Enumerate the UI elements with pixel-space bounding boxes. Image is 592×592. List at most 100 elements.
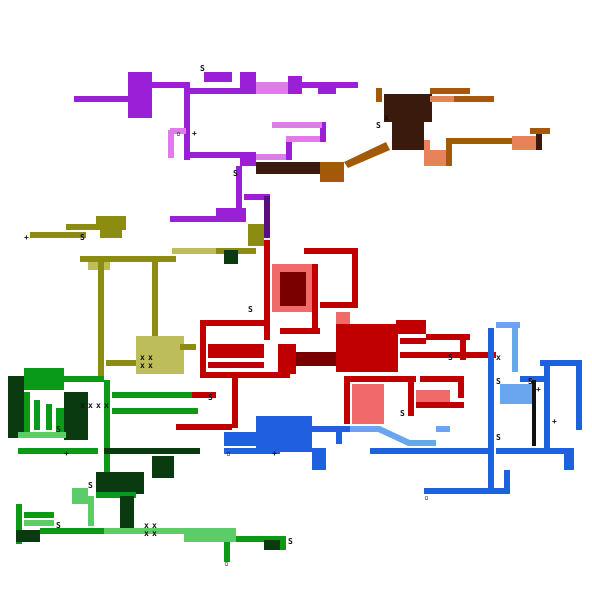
save-marker: S <box>400 409 405 418</box>
save-marker: S <box>496 377 501 386</box>
blue-room <box>312 448 326 470</box>
enemy-marker: x <box>104 401 109 410</box>
green-room <box>96 492 136 498</box>
pink-room <box>286 136 324 142</box>
red-room <box>460 334 466 360</box>
pink-room <box>256 154 290 160</box>
item-marker: + <box>552 417 557 426</box>
save-marker: S <box>233 169 238 178</box>
green-dark-room <box>96 472 144 494</box>
enemy-marker: x <box>152 529 157 538</box>
purple-room <box>318 86 336 94</box>
brown-room <box>376 88 382 102</box>
green-room <box>224 542 230 562</box>
olive-room <box>66 224 98 230</box>
salmon-room <box>512 136 536 150</box>
enemy-marker: x <box>144 521 149 530</box>
pink-room <box>170 128 186 134</box>
red-room <box>312 264 318 332</box>
purple-room <box>184 82 190 160</box>
brown-room <box>536 128 542 150</box>
green-zone <box>8 368 286 562</box>
green-light-room <box>24 520 54 526</box>
red-room <box>400 352 496 358</box>
olive-room <box>152 262 158 342</box>
red-room <box>200 320 264 326</box>
red-room <box>278 344 296 374</box>
blue-room <box>256 416 312 452</box>
red-room <box>176 424 232 430</box>
red-room <box>232 378 238 428</box>
pink-room <box>256 82 288 94</box>
green-room <box>34 400 40 430</box>
red-room <box>352 248 358 308</box>
green-room <box>16 504 22 544</box>
save-marker: S <box>528 377 533 386</box>
brown-room <box>454 96 494 102</box>
blue-light-room <box>512 322 518 372</box>
save-marker: S <box>248 305 253 314</box>
purple-dark-room <box>264 196 270 238</box>
purple-room <box>128 72 152 118</box>
red-room <box>426 334 470 340</box>
purple-room <box>288 76 302 94</box>
green-light-room <box>88 496 94 526</box>
red-room <box>396 320 426 334</box>
door-marker: ▫ <box>224 559 229 568</box>
green-room <box>112 408 198 414</box>
red-room <box>458 376 464 398</box>
brown-ramp <box>344 142 390 168</box>
save-marker: S <box>88 481 93 490</box>
olive-light-room <box>172 248 218 254</box>
red-room <box>208 362 264 368</box>
green-dark-room <box>120 496 134 528</box>
olive-room <box>100 230 122 238</box>
enemy-marker: x <box>384 113 389 122</box>
purple-room <box>244 194 270 200</box>
brown-room <box>430 88 470 94</box>
blue-room <box>564 448 574 470</box>
red-zone <box>120 240 496 430</box>
blue-room <box>336 426 342 444</box>
olive-room <box>80 256 176 262</box>
save-marker: S <box>448 353 453 362</box>
purple-room <box>240 72 256 88</box>
red-room <box>304 248 328 254</box>
save-marker: S <box>80 233 85 242</box>
save-marker: S <box>496 433 501 442</box>
save-marker: S <box>288 537 293 546</box>
green-room <box>236 536 284 542</box>
red-room <box>416 402 464 408</box>
green-light-room <box>184 528 236 542</box>
enemy-marker: x <box>140 353 145 362</box>
brown-room <box>530 128 550 134</box>
red-room <box>344 376 350 424</box>
red-room <box>320 302 358 308</box>
salmon-room <box>428 150 446 166</box>
green-dark-room <box>104 448 200 454</box>
save-marker: S <box>200 64 205 73</box>
purple-room <box>216 208 246 222</box>
olive-room <box>30 232 86 238</box>
purple-room <box>186 152 242 158</box>
blue-room <box>424 488 510 494</box>
red-room <box>400 338 426 344</box>
green-dark-room <box>264 540 280 550</box>
door-marker: ▫ <box>424 493 429 502</box>
red-room <box>280 328 320 334</box>
blue-room <box>504 470 510 494</box>
item-marker: + <box>24 233 29 242</box>
enemy-marker: x <box>96 401 101 410</box>
red-dark-room <box>280 272 306 306</box>
purple-room <box>320 122 326 142</box>
salmon-room <box>424 140 430 166</box>
coral-room <box>336 312 350 326</box>
salmon-room <box>430 96 454 102</box>
green-room <box>24 368 64 390</box>
blue-light-room <box>436 426 450 432</box>
red-room <box>328 248 358 254</box>
green-room <box>56 408 64 434</box>
red-dark-room <box>296 352 336 366</box>
map-markers: S S S S S S S S S S S S S S S x x x x x … <box>24 64 557 568</box>
purple-room <box>286 138 292 160</box>
